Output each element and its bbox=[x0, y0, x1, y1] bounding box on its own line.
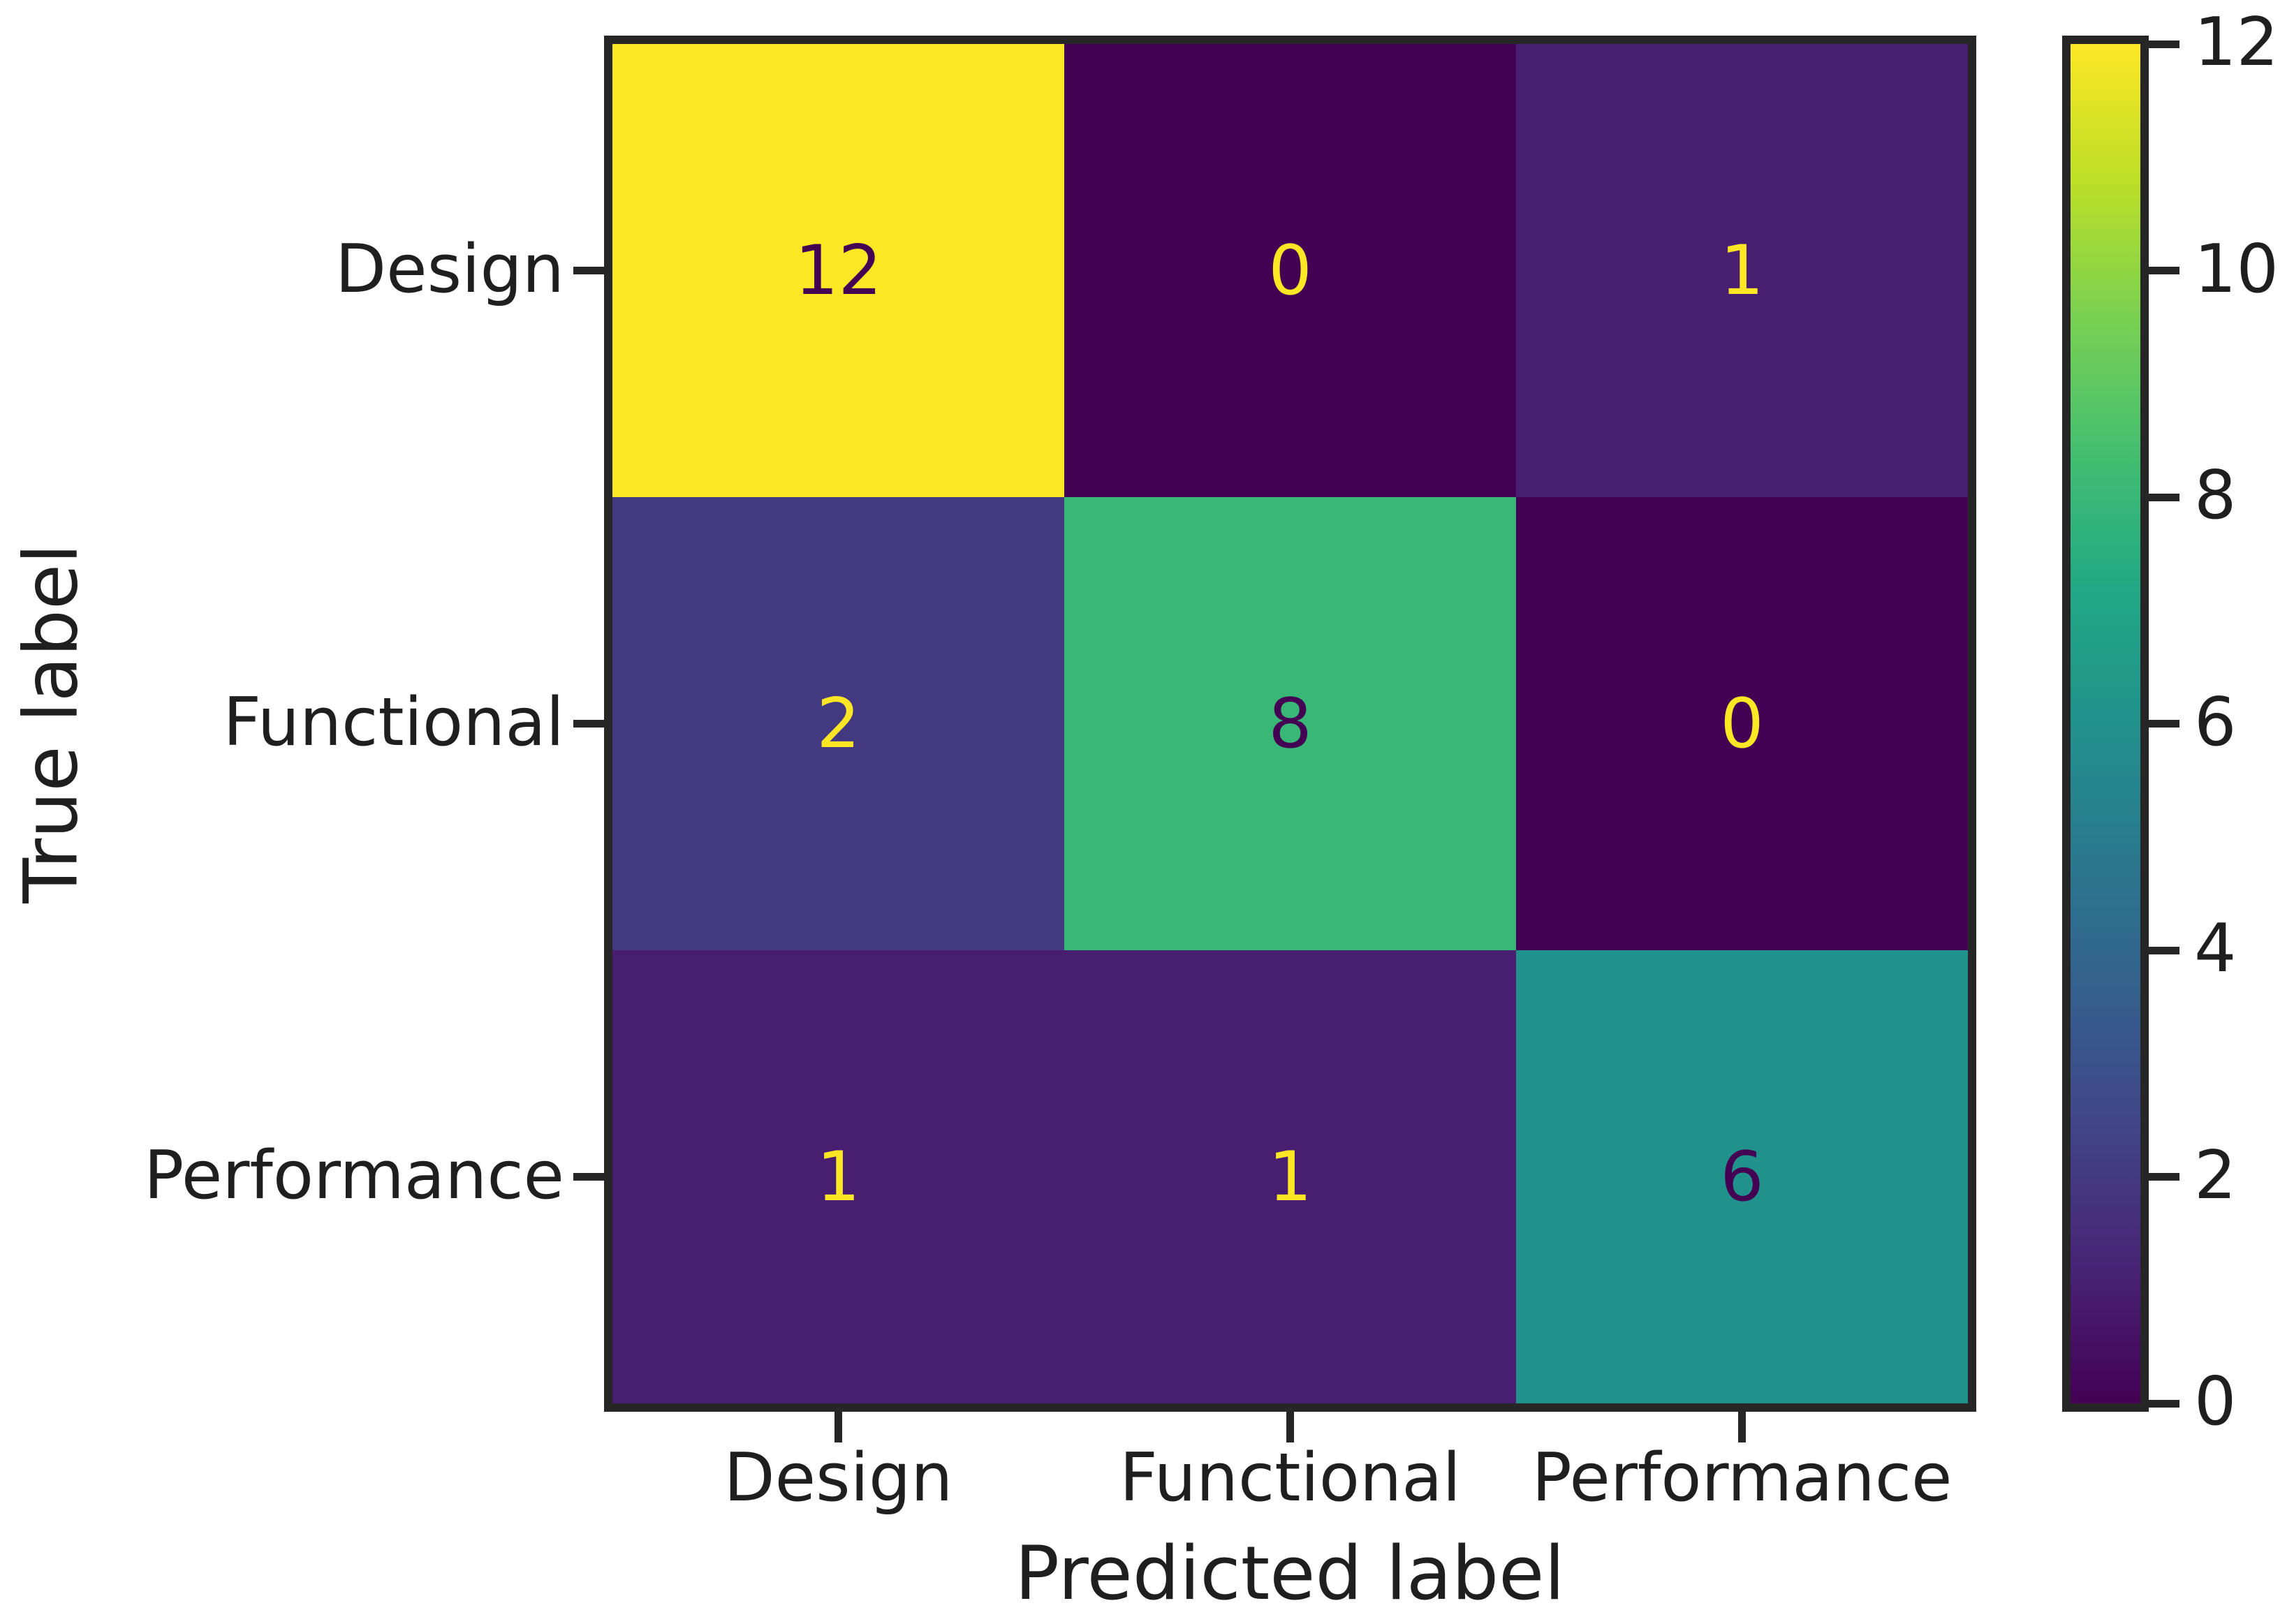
colorbar-gradient bbox=[2071, 44, 2140, 1403]
cell-value: 0 bbox=[1268, 230, 1312, 311]
colorbar-tick-mark bbox=[2149, 40, 2179, 48]
matrix-cell-Functional-Functional: 8 bbox=[1064, 497, 1516, 950]
matrix-cell-Design-Performance: 1 bbox=[1516, 44, 1968, 497]
matrix-cell-Performance-Performance: 6 bbox=[1516, 950, 1968, 1403]
colorbar bbox=[2062, 36, 2149, 1412]
matrix-cell-Design-Design: 12 bbox=[612, 44, 1064, 497]
y-tick-label-Functional: Functional bbox=[223, 684, 564, 761]
matrix-cell-Functional-Design: 2 bbox=[612, 497, 1064, 950]
colorbar-tick-mark bbox=[2149, 267, 2179, 274]
cell-value: 12 bbox=[795, 230, 882, 311]
colorbar-tick-mark bbox=[2149, 720, 2179, 728]
cell-value: 6 bbox=[1720, 1137, 1764, 1217]
x-tick-label-Functional: Functional bbox=[1119, 1440, 1461, 1516]
colorbar-tick-mark bbox=[2149, 1173, 2179, 1181]
colorbar-tick-label-6: 6 bbox=[2194, 684, 2237, 761]
cell-value: 0 bbox=[1720, 684, 1764, 764]
cell-value: 1 bbox=[1268, 1137, 1312, 1217]
x-tick-label-Performance: Performance bbox=[1531, 1440, 1953, 1516]
colorbar-tick-label-8: 8 bbox=[2194, 457, 2237, 534]
colorbar-tick-label-4: 4 bbox=[2194, 910, 2237, 987]
colorbar-tick-mark bbox=[2149, 1399, 2179, 1408]
colorbar-tick-label-12: 12 bbox=[2194, 3, 2279, 81]
matrix-cell-Design-Functional: 0 bbox=[1064, 44, 1516, 497]
matrix-cell-Performance-Functional: 1 bbox=[1064, 950, 1516, 1403]
colorbar-tick-label-0: 0 bbox=[2194, 1363, 2237, 1440]
cell-value: 1 bbox=[1720, 230, 1764, 311]
cell-value: 8 bbox=[1268, 684, 1312, 764]
y-tick-mark bbox=[573, 267, 604, 274]
x-tick-mark bbox=[834, 1412, 842, 1442]
cell-value: 2 bbox=[816, 684, 860, 764]
y-tick-mark bbox=[573, 720, 604, 728]
x-tick-mark bbox=[1738, 1412, 1746, 1442]
colorbar-tick-mark bbox=[2149, 946, 2179, 954]
y-tick-mark bbox=[573, 1173, 604, 1181]
x-tick-label-Design: Design bbox=[723, 1440, 953, 1516]
colorbar-tick-label-2: 2 bbox=[2194, 1137, 2237, 1214]
y-tick-label-Design: Design bbox=[334, 230, 564, 308]
matrix-cell-Performance-Design: 1 bbox=[612, 950, 1064, 1403]
x-tick-mark bbox=[1286, 1412, 1294, 1442]
x-axis-title: Predicted label bbox=[1015, 1530, 1565, 1616]
cell-value: 1 bbox=[816, 1137, 860, 1217]
matrix-cell-Functional-Performance: 0 bbox=[1516, 497, 1968, 950]
colorbar-tick-mark bbox=[2149, 493, 2179, 501]
y-tick-label-Performance: Performance bbox=[143, 1137, 564, 1214]
colorbar-tick-label-10: 10 bbox=[2194, 230, 2279, 308]
